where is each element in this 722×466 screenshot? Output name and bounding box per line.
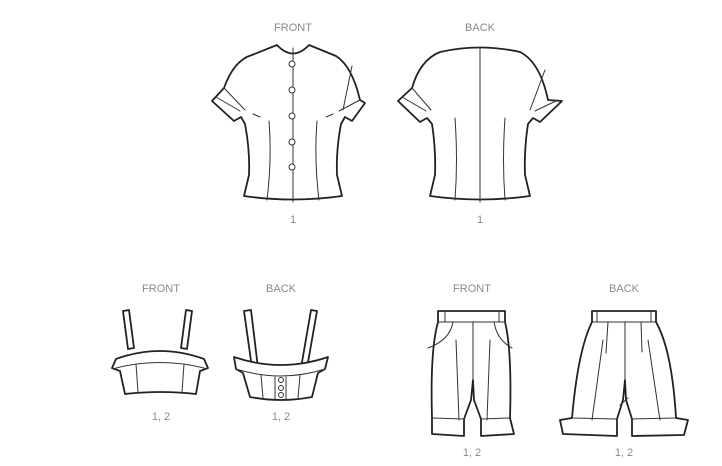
- crop-front-label: FRONT: [142, 283, 180, 295]
- crop-top-front: FRONT 1, 2: [111, 283, 209, 423]
- buttons: [288, 60, 296, 171]
- blouse-front-views: 1: [290, 214, 296, 226]
- crop-front-views: 1, 2: [152, 411, 170, 423]
- blouse-back-label: BACK: [465, 22, 496, 34]
- shorts-front-views: 1, 2: [463, 447, 481, 459]
- crop-back-views: 1, 2: [272, 411, 290, 423]
- shorts-front: FRONT 1, 2: [427, 283, 515, 459]
- shorts-back-label: BACK: [609, 283, 640, 295]
- shorts-back: BACK 1, 2: [559, 283, 689, 459]
- blouse-front: FRONT 1: [211, 22, 366, 226]
- blouse-back: BACK 1: [397, 22, 563, 226]
- blouse-front-label: FRONT: [274, 22, 312, 34]
- shorts-front-label: FRONT: [453, 283, 491, 295]
- shorts-back-views: 1, 2: [615, 447, 633, 459]
- crop-top-back: BACK 1, 2: [233, 283, 329, 423]
- crop-back-label: BACK: [266, 283, 297, 295]
- blouse-back-views: 1: [477, 214, 483, 226]
